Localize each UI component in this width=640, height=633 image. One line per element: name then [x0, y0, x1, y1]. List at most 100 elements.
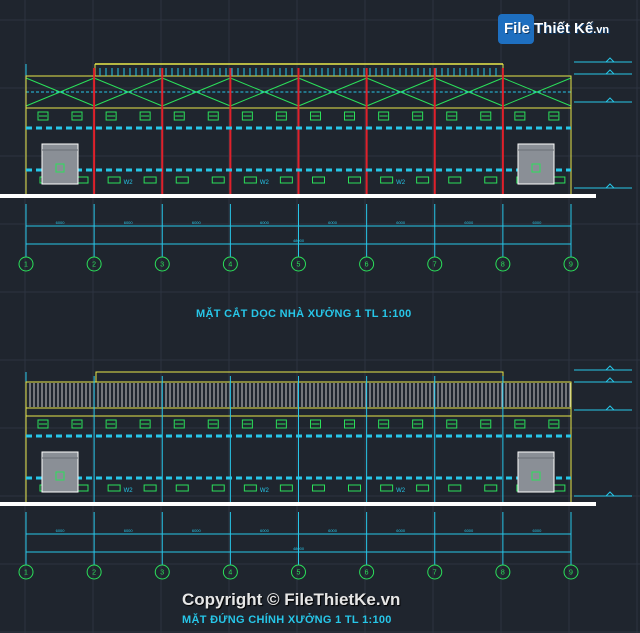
span-dimension-text: 6000 [464, 528, 474, 533]
axis-label: 4 [228, 262, 232, 269]
truss-diagonal [162, 77, 231, 107]
copyright-watermark: Copyright © FileThietKe.vn [182, 590, 401, 609]
lower-window [552, 176, 566, 184]
axis-label: 8 [501, 262, 505, 269]
span-dimension-text: 6000 [192, 220, 202, 225]
lower-window [448, 484, 462, 492]
axis-bubble [291, 564, 306, 580]
logo-domain: .vn [593, 24, 610, 36]
axis-bubble [427, 564, 443, 580]
lower-window [279, 176, 293, 184]
ground-line [0, 194, 596, 198]
axis-bubble [495, 564, 511, 580]
span-dimension-text: 6000 [396, 528, 406, 533]
span-dimension-text: 6000 [328, 528, 338, 533]
upper-window [514, 111, 526, 121]
span-dimension-text: 6000 [260, 220, 270, 225]
door-vent [531, 471, 541, 481]
upper-window [173, 111, 185, 121]
lower-window [416, 484, 430, 492]
upper-window [207, 111, 219, 121]
axis-bubble [86, 564, 102, 580]
truss-diagonal [434, 77, 504, 107]
lower-window [312, 484, 325, 492]
upper-window [37, 111, 49, 121]
truss-diagonal [93, 77, 163, 107]
axis-bubble [427, 256, 443, 272]
logo-brand: File Thiết Kế [504, 20, 594, 37]
upper-window [37, 419, 49, 429]
level-marker-icon [604, 365, 616, 371]
axis-bubble [18, 256, 34, 272]
axis-bubble [154, 564, 170, 580]
upper-window [71, 419, 83, 429]
window-label: W2 [396, 488, 406, 494]
axis-bubble [495, 256, 511, 272]
axis-bubble [563, 564, 579, 580]
upper-window [207, 419, 219, 429]
upper-window [139, 111, 151, 121]
axis-label: 6 [365, 262, 369, 269]
axis-bubble [359, 564, 375, 580]
axis-label: 9 [569, 262, 573, 269]
upper-window [378, 111, 390, 121]
upper-window [105, 419, 117, 429]
upper-window [446, 419, 458, 429]
axis-label: 3 [160, 262, 164, 269]
level-marker-icon [604, 491, 616, 497]
truss-diagonal [298, 77, 367, 107]
lower-window [348, 484, 361, 492]
lower-window [552, 484, 566, 492]
span-dimension-text: 6000 [56, 220, 66, 225]
lower-window [143, 484, 157, 492]
upper-window [241, 111, 253, 121]
lower-window [243, 484, 257, 492]
axis-label: 1 [24, 570, 28, 577]
lower-window [484, 176, 498, 184]
span-dimension-text: 6000 [532, 528, 542, 533]
axis-bubble [18, 564, 34, 580]
axis-label: 1 [24, 262, 28, 269]
span-dimension-text: 6000 [464, 220, 474, 225]
window-label: W2 [396, 180, 406, 186]
window-label: W2 [260, 180, 270, 186]
level-marker-icon [604, 97, 616, 103]
truss-diagonal [25, 77, 95, 107]
upper-window [344, 111, 355, 121]
upper-window [71, 111, 83, 121]
upper-window [548, 111, 560, 121]
level-marker-icon [604, 183, 616, 189]
truss-diagonal [230, 77, 299, 107]
truss-diagonal [502, 77, 572, 107]
lower-window [380, 176, 394, 184]
axis-label: 7 [433, 570, 437, 577]
axis-bubble [359, 256, 375, 272]
lower-window [211, 484, 225, 492]
lower-window [448, 176, 462, 184]
upper-window [514, 419, 526, 429]
span-dimension-text: 6000 [124, 220, 134, 225]
axis-label: 3 [160, 570, 164, 577]
upper-window [446, 111, 458, 121]
level-marker-icon [604, 57, 616, 63]
upper-window [105, 111, 117, 121]
upper-window [173, 419, 185, 429]
lower-window [279, 484, 293, 492]
upper-window [139, 419, 151, 429]
window-label: W2 [260, 488, 270, 494]
upper-window [310, 111, 321, 121]
span-dimension-text: 6000 [260, 528, 270, 533]
axis-label: 5 [297, 262, 301, 269]
logo-badge-icon [498, 14, 534, 44]
axis-label: 4 [228, 570, 232, 577]
lower-window [380, 484, 394, 492]
section-title: MẶT CẮT DỌC NHÀ XƯỞNG 1 TL 1:100 [196, 308, 412, 320]
upper-window [480, 419, 492, 429]
watermark-logo: File Thiết Kế.vn [498, 8, 634, 46]
axis-bubble [563, 256, 579, 272]
axis-label: 2 [92, 570, 96, 577]
upper-window [275, 419, 287, 429]
span-dimension-text: 6000 [532, 220, 542, 225]
lower-window [484, 484, 498, 492]
